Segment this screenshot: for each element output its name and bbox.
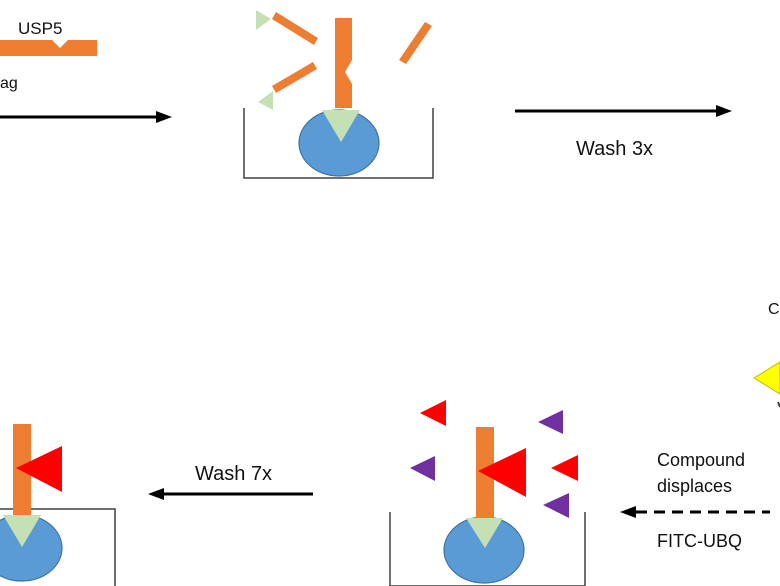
well-container <box>243 108 434 179</box>
usp5-legend: USP5 ag <box>0 19 97 92</box>
displaces-label: displaces <box>657 476 732 496</box>
well-container <box>389 512 586 586</box>
tag-triangle <box>466 518 503 548</box>
bound-usp5 <box>335 18 352 108</box>
free-tag <box>258 91 273 110</box>
well-after-wash <box>0 424 116 586</box>
free-usp5 <box>399 22 432 64</box>
arrow-wash-7x <box>148 488 313 500</box>
compound-triangle <box>538 410 563 434</box>
well-binding <box>243 10 434 179</box>
fitc-ubq-label: FITC-UBQ <box>657 531 742 551</box>
free-fitc-ubq <box>420 400 446 426</box>
free-usp5 <box>272 62 317 93</box>
arrow-compound-displaces <box>620 506 770 518</box>
tag-label-fragment: ag <box>0 75 18 92</box>
free-usp5 <box>272 12 318 45</box>
tag-triangle <box>322 110 360 142</box>
arrow-wash-3x <box>515 105 732 117</box>
bound-fitc-ubq <box>16 446 62 492</box>
compound-triangle <box>543 493 569 518</box>
compound-triangle <box>410 456 435 481</box>
yellow-compound-triangle <box>753 361 780 395</box>
usp5-protein-legend <box>0 40 97 56</box>
free-fitc-ubq <box>551 455 578 481</box>
well-competition <box>389 400 586 586</box>
c-label-fragment: C <box>768 301 780 318</box>
bound-fitc-ubq <box>478 448 526 497</box>
tag-triangle <box>3 515 41 547</box>
well-container <box>0 508 116 586</box>
arrow-to-binding <box>0 111 172 123</box>
wash-3x-label: Wash 3x <box>576 138 653 160</box>
usp5-label: USP5 <box>18 19 62 38</box>
wash-7x-label: Wash 7x <box>195 463 272 485</box>
compound-label: Compound <box>657 450 745 470</box>
free-tag <box>256 10 271 30</box>
